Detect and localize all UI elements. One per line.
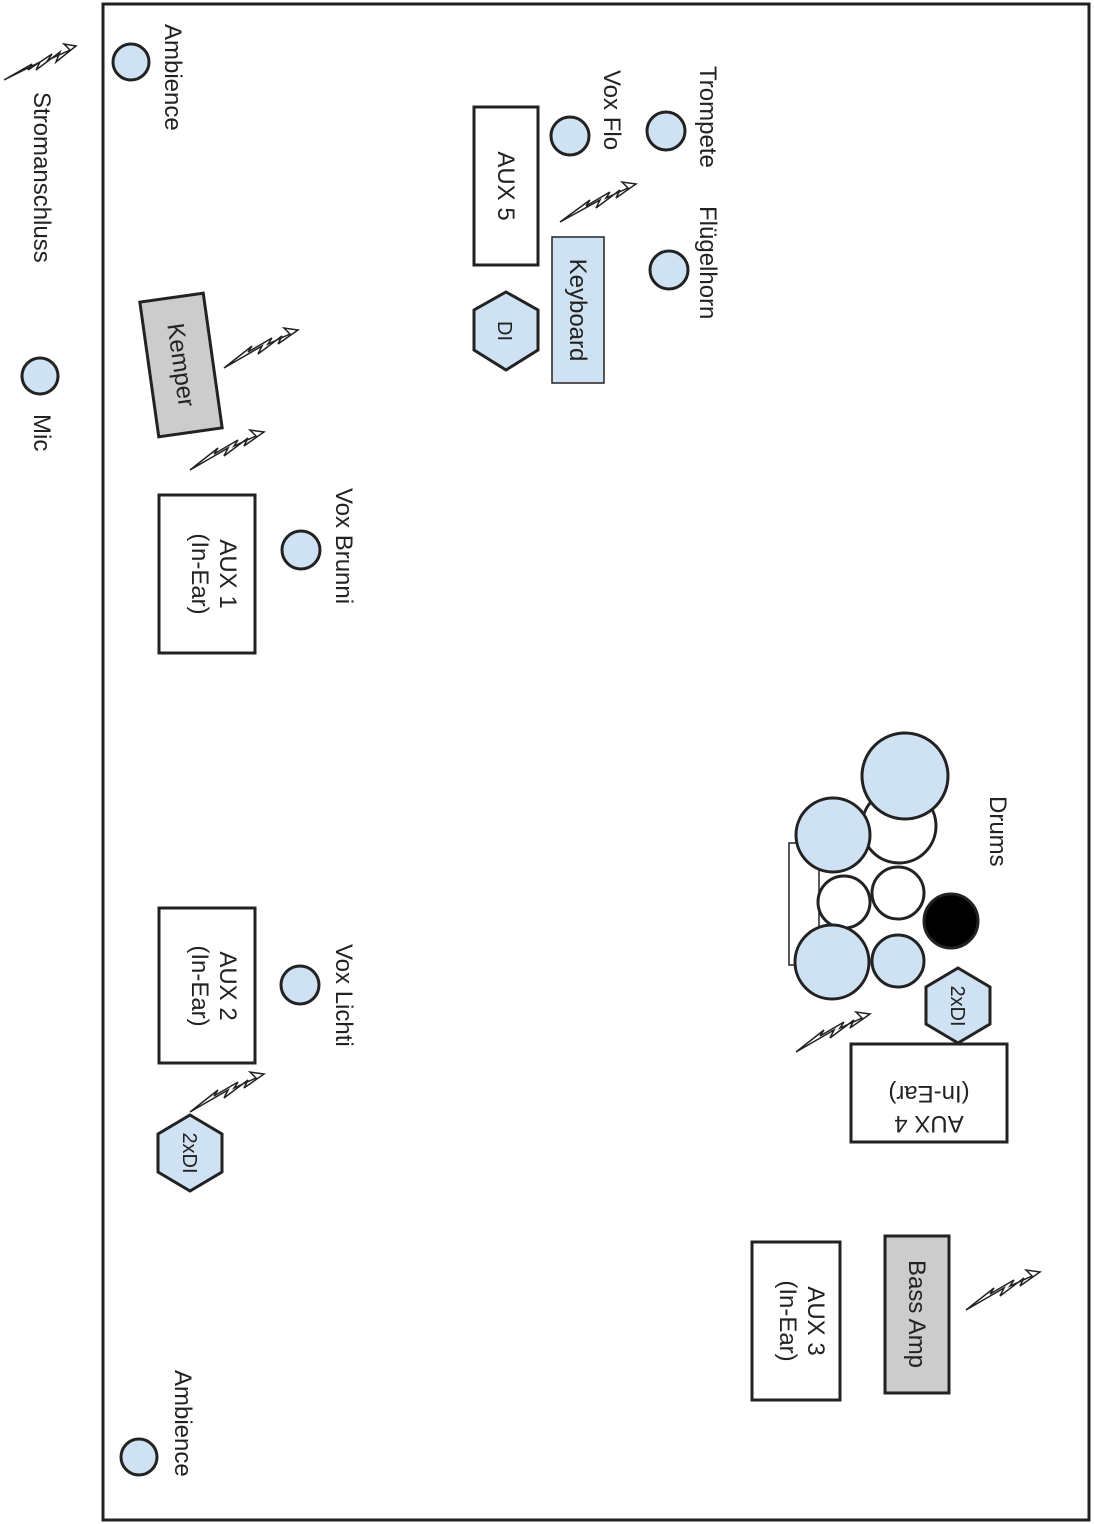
drum-tom-white-2 [816, 874, 872, 930]
drum-kick-black [922, 892, 980, 950]
aux3-label-line2: (In-Ear) [774, 1280, 801, 1361]
legend-mic-label: Mic [28, 414, 55, 451]
vox-flo-label: Vox Flo [598, 70, 625, 150]
aux3-label-line1: AUX 3 [802, 1286, 829, 1355]
vox-lichti-label: Vox Lichti [330, 944, 357, 1047]
fluegelhorn-label: Flügelhorn [694, 206, 721, 319]
ambience-mic-top [111, 42, 151, 82]
aux2-label-line1: AUX 2 [214, 951, 241, 1020]
aux2-label-line2: (In-Ear) [186, 945, 213, 1026]
kemper-box [138, 291, 224, 439]
aux4-box [849, 1042, 1009, 1144]
legend-strom-label: Stromanschluss [28, 92, 55, 263]
power-outlet-icon [189, 428, 266, 471]
di-box [472, 290, 540, 372]
vox-brunni-mic [280, 529, 322, 571]
vox-lichti-mic [279, 964, 321, 1006]
power-outlet-icon [965, 1268, 1042, 1311]
power-outlet-icon [3, 42, 78, 81]
di-label: DI [493, 321, 515, 341]
drum-tom-blue [870, 933, 926, 989]
drums-label: Drums [984, 796, 1011, 867]
bass-amp-box [883, 1234, 951, 1395]
vox-flo-mic [549, 115, 591, 157]
keyboard-box [551, 236, 605, 384]
power-outlet-icon [223, 326, 300, 369]
left-2xdi-box [156, 1113, 224, 1193]
power-outlet-icon [559, 180, 638, 223]
aux3-box [750, 1240, 842, 1402]
drum-kit: Drums [788, 731, 1011, 1001]
drum-cymbal-2 [794, 796, 872, 874]
stage-border [101, 2, 1091, 1522]
keyboard-label: Keyboard [564, 259, 591, 362]
aux5-box [472, 105, 540, 267]
aux1-label-line2: (In-Ear) [186, 533, 213, 614]
drums-2xdi-label: 2xDI [946, 985, 968, 1026]
vox-brunni-label: Vox Brunni [330, 488, 357, 604]
drum-cymbal-3 [793, 923, 871, 1001]
aux2-box [157, 906, 257, 1065]
ambience-mic-bottom [119, 1437, 159, 1477]
bass-amp-label: Bass Amp [903, 1260, 930, 1368]
mic-icon [20, 356, 60, 396]
aux1-box [157, 493, 257, 655]
power-outlet-icon [189, 1070, 266, 1113]
trompete-label: Trompete [694, 66, 721, 168]
trompete-mic [645, 110, 687, 152]
ambience-bottom-label: Ambience [169, 1370, 196, 1477]
drum-tom-white-3 [870, 865, 926, 921]
fluegelhorn-mic [648, 249, 690, 291]
aux4-label-line2: (In-Ear) [888, 1080, 969, 1107]
drum-cymbal-1 [860, 731, 950, 821]
aux1-label-line1: AUX 1 [214, 539, 241, 608]
aux4-label-line1: AUX 4 [894, 1110, 963, 1137]
ambience-top-label: Ambience [159, 24, 186, 131]
power-outlet-icon [795, 1010, 872, 1053]
aux5-label: AUX 5 [492, 151, 519, 220]
legend: Stromanschluss Mic [3, 42, 78, 451]
left-2xdi-label: 2xDI [178, 1132, 200, 1173]
